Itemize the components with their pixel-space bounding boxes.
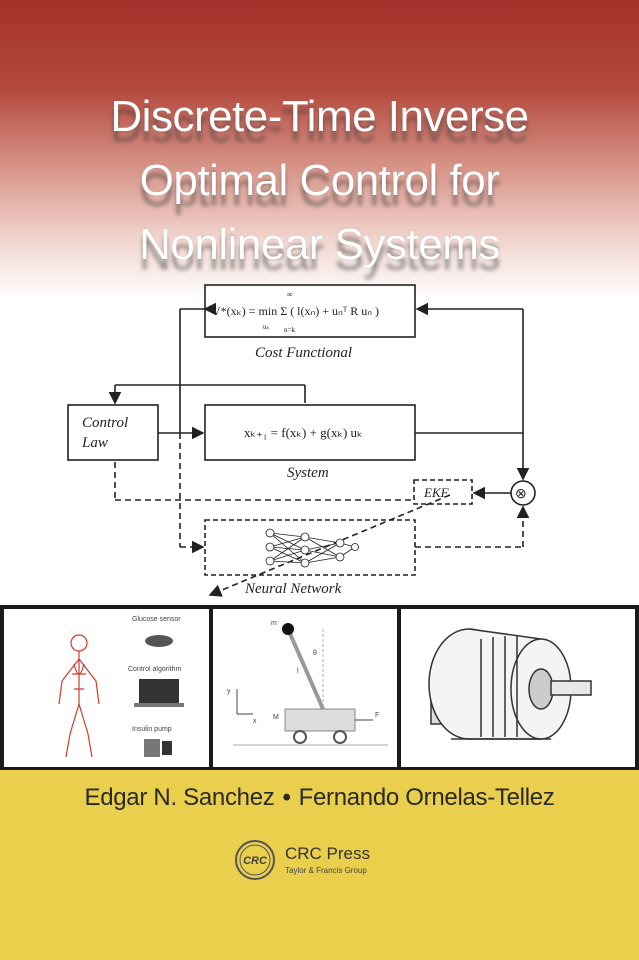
label-l: l — [297, 668, 299, 675]
crc-logo-icon: CRC — [235, 840, 275, 880]
neural-network-label: Neural Network — [244, 581, 342, 597]
glucose-sensor-icon — [145, 635, 173, 647]
title-shadow-1: Discrete-Time Inverse — [110, 100, 529, 153]
label-x: x — [253, 718, 257, 725]
example-images-strip: Glucose sensor Control algorithm Insulin… — [0, 605, 639, 770]
label-y: y — [227, 688, 231, 695]
book-title: Discrete-Time Inverse Discrete-Time Inve… — [0, 92, 639, 284]
title-text-2: Optimal Control for — [139, 156, 500, 205]
photo-artificial-pancreas: Glucose sensor Control algorithm Insulin… — [4, 609, 209, 767]
publisher-name: CRC Press — [285, 844, 371, 863]
title-text-1: Discrete-Time Inverse — [110, 92, 529, 141]
system-label: System — [287, 465, 329, 481]
pendulum-mass-icon — [282, 623, 294, 635]
laptop-icon — [139, 679, 179, 703]
insulin-pump-icon — [144, 739, 160, 757]
photo-electric-motor — [401, 609, 635, 767]
label-algorithm: Control algorithm — [128, 666, 181, 673]
control-block-diagram: V*(xₖ) = min Σ ( l(xₙ) + uₙᵀ R uₙ ) uₖ ∞… — [67, 284, 536, 597]
system-box — [204, 404, 416, 461]
human-body-icon — [58, 634, 100, 758]
label-sensor: Glucose sensor — [132, 616, 181, 623]
cost-sum-bottom: n=k — [284, 326, 295, 334]
title-shadow-2: Optimal Control for — [139, 164, 500, 217]
label-M: M — [273, 714, 279, 721]
cost-equation: V*(xₖ) = min Σ ( l(xₙ) + uₙᵀ R uₙ ) — [212, 304, 379, 318]
author-first: Edgar N. Sanchez — [84, 784, 275, 811]
system-equation: xₖ₊₁ = f(xₖ) + g(xₖ) uₖ — [244, 425, 363, 440]
author-second: Fernando Ornelas-Tellez — [298, 784, 555, 811]
motor-icon — [428, 628, 592, 740]
title-shadow-3: Nonlinear Systems — [139, 228, 500, 281]
ekf-label: EKF — [423, 485, 450, 500]
photo-inverted-pendulum: m θ l M F y x — [213, 609, 397, 767]
cost-min-sub: uₖ — [263, 323, 270, 331]
control-law-box — [67, 404, 159, 461]
author-line: Edgar N. Sanchez • Fernando Ornelas-Tellez — [0, 784, 639, 812]
author-separator: • — [282, 784, 291, 811]
cart-icon — [284, 708, 356, 732]
publisher-group: Taylor & Francis Group — [285, 866, 367, 875]
cost-functional-box — [204, 284, 416, 338]
label-F: F — [375, 712, 379, 719]
cost-sum-top: ∞ — [287, 290, 293, 299]
title-line-3: Nonlinear Systems Nonlinear Systems — [0, 220, 639, 284]
crc-logo-text: CRC — [243, 855, 268, 867]
summing-symbol: ⊗ — [515, 485, 527, 501]
label-m: m — [271, 620, 277, 627]
title-text-3: Nonlinear Systems — [139, 220, 500, 269]
title-line-1: Discrete-Time Inverse Discrete-Time Inve… — [0, 92, 639, 156]
control-law-label-1: Control — [82, 415, 128, 431]
neural-network-box — [204, 519, 416, 576]
label-pump: Insulin pump — [132, 726, 172, 733]
label-theta: θ — [313, 650, 317, 657]
control-law-label-2: Law — [81, 435, 108, 451]
author-band — [0, 770, 639, 960]
neural-network-icon — [265, 528, 359, 568]
title-line-2: Optimal Control for Optimal Control for — [0, 156, 639, 220]
ekf-box — [413, 479, 473, 505]
cost-functional-label: Cost Functional — [255, 345, 352, 361]
